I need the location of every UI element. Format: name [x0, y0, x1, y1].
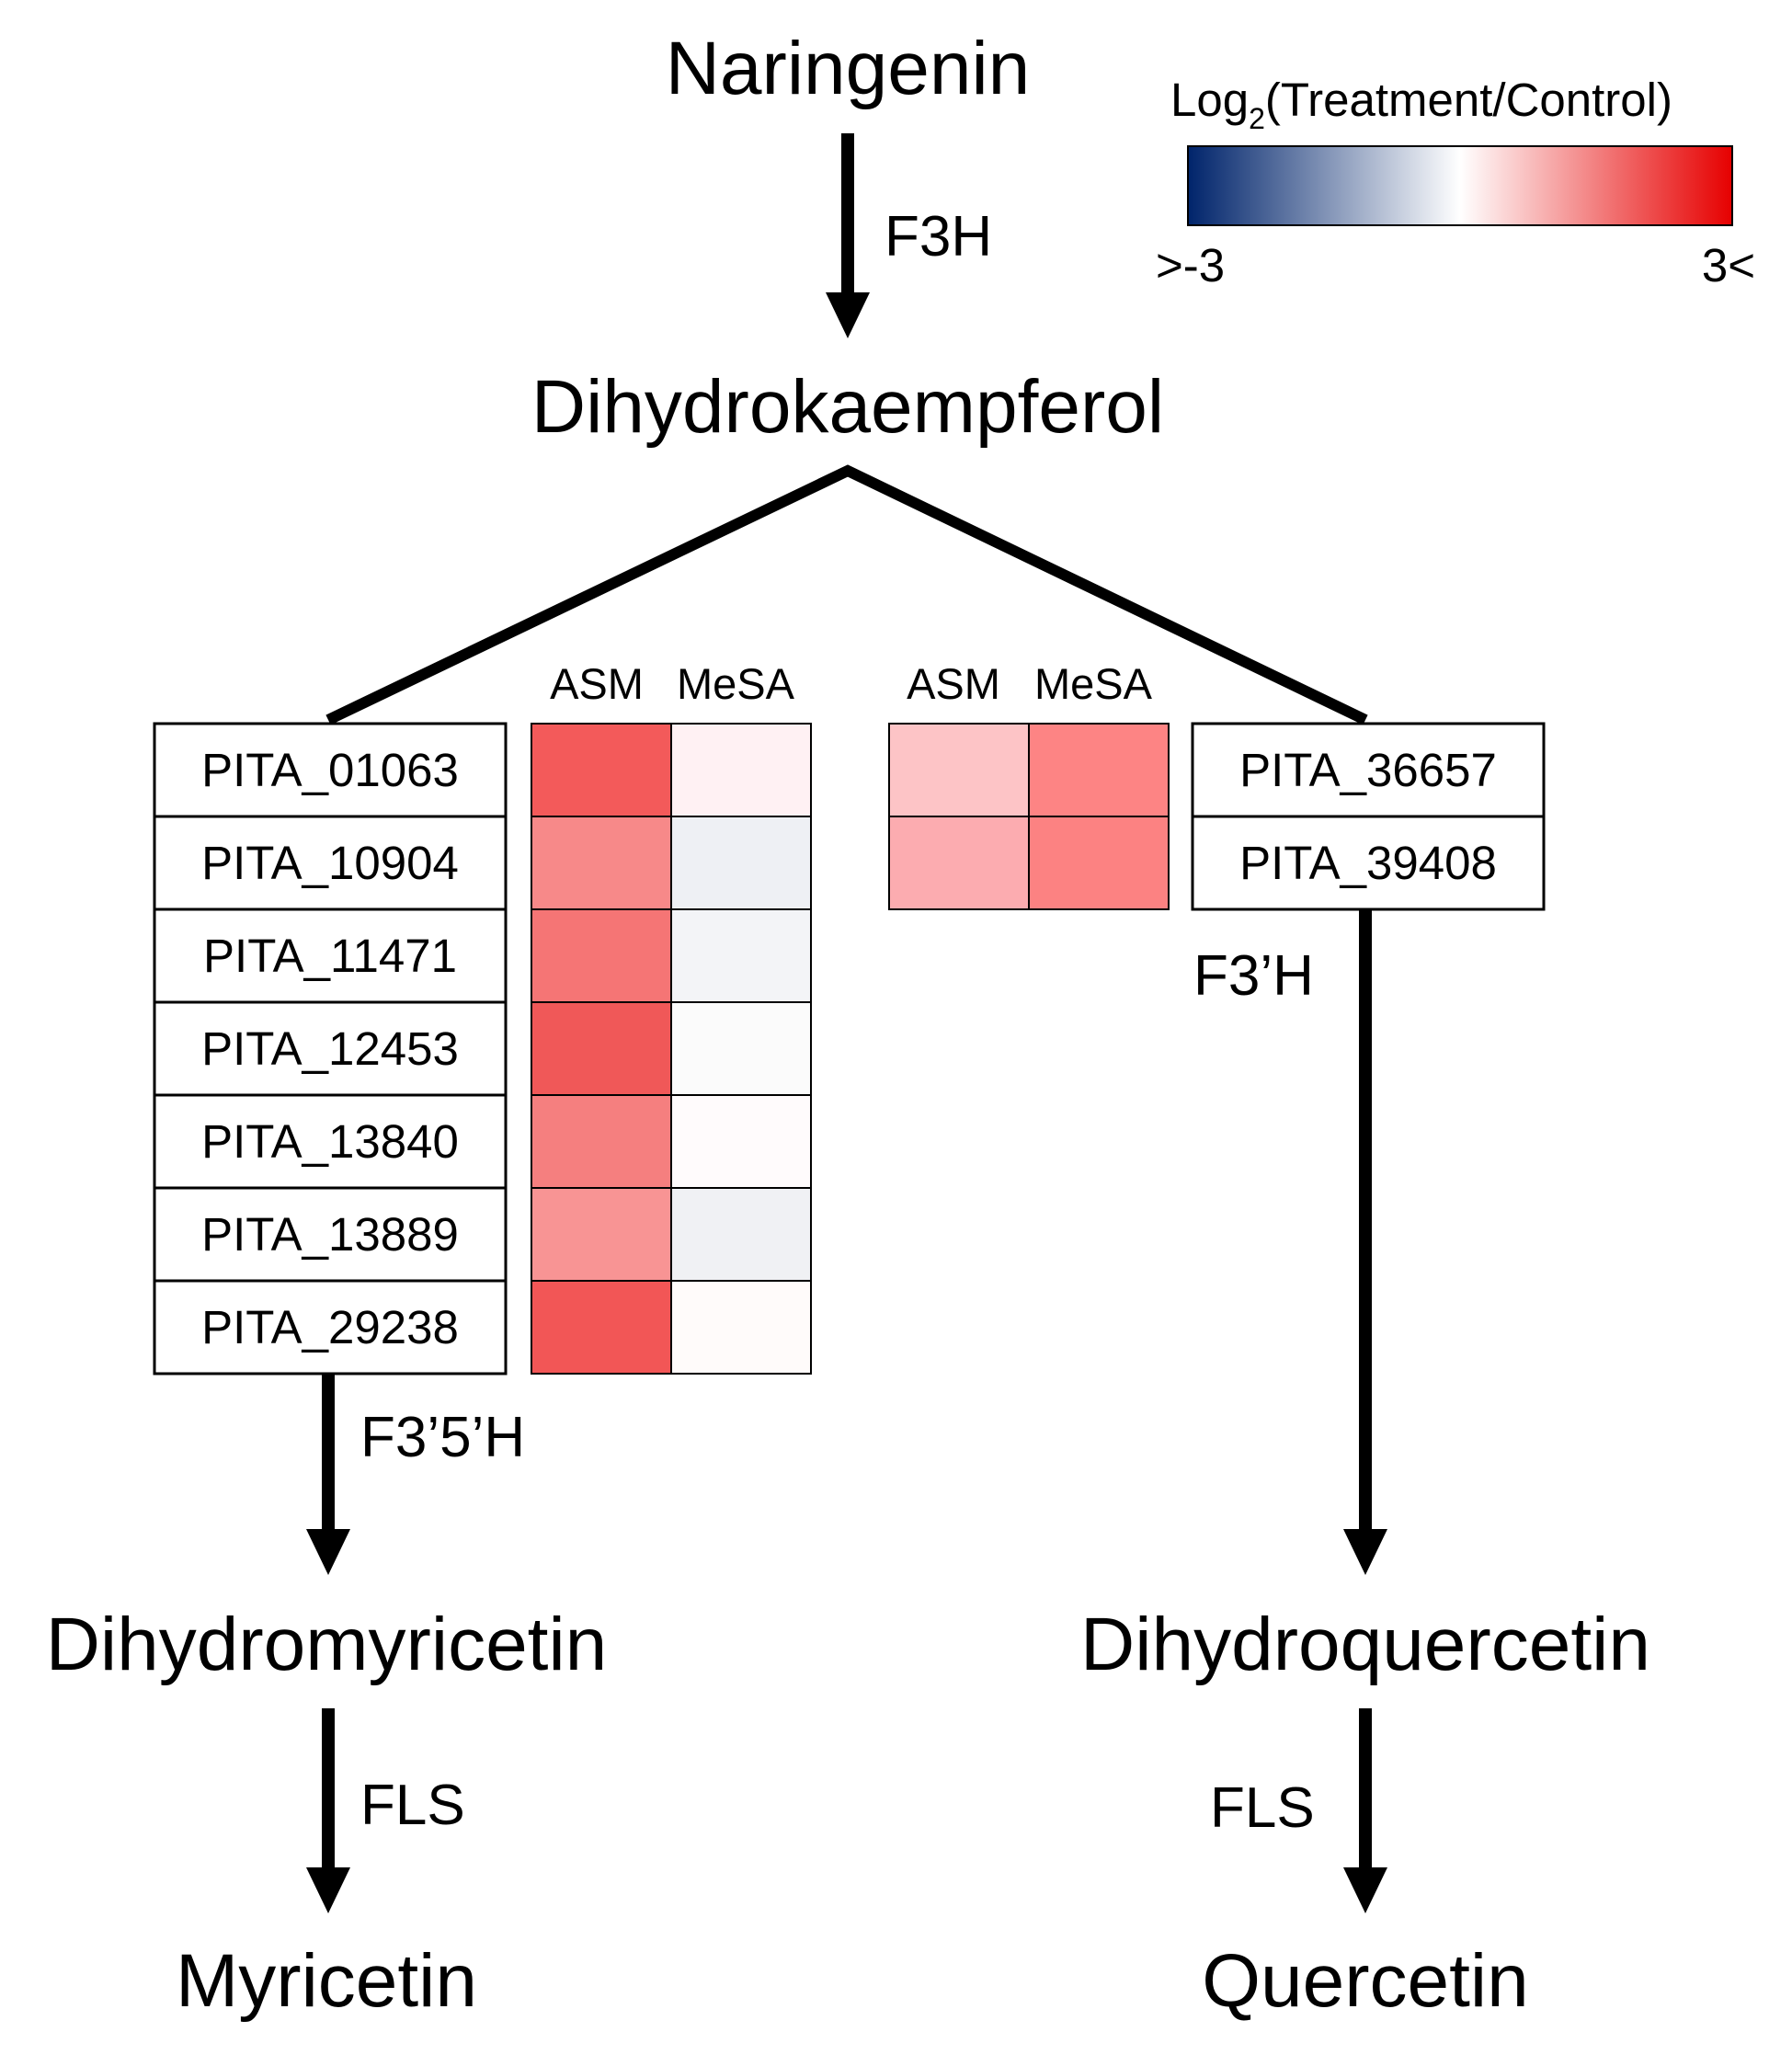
legend-max-label: 3< — [1702, 239, 1755, 291]
gene-box — [153, 1000, 508, 1097]
gene-label: PITA_29238 — [201, 1301, 459, 1353]
heatmap-cell-asm — [531, 1094, 672, 1189]
legend-title-log: Log — [1170, 74, 1249, 126]
legend-title-rest: (Treatment/Control) — [1265, 74, 1672, 126]
heatmap-cell-asm — [531, 1001, 672, 1096]
gene-box — [153, 722, 508, 818]
arrow-f3prime-h — [1343, 907, 1387, 1575]
heatmap-cell-asm — [531, 1280, 672, 1375]
arrow-f35h — [306, 1370, 350, 1575]
gene-label: PITA_01063 — [201, 744, 459, 796]
color-legend: Log2(Treatment/Control) >-3 3< — [1156, 74, 1755, 291]
right-col-header-mesa: MeSA — [1034, 659, 1153, 708]
enzyme-fls-left: FLS — [360, 1774, 465, 1837]
gene-box — [153, 1093, 508, 1190]
right-col-header-asm: ASM — [907, 659, 1000, 708]
metabolite-quercetin: Quercetin — [1202, 1939, 1529, 2023]
enzyme-f3h: F3H — [885, 205, 992, 268]
arrow-fls-left — [306, 1708, 350, 1913]
legend-title-subscript: 2 — [1249, 102, 1265, 135]
heatmap-cell-mesa — [670, 816, 812, 910]
legend-title: Log2(Treatment/Control) — [1170, 74, 1672, 135]
heatmap-cell-mesa — [670, 1001, 812, 1096]
gene-label: PITA_13840 — [201, 1115, 459, 1168]
heatmap-cell-asm — [531, 908, 672, 1003]
heatmap-cell-mesa — [670, 1187, 812, 1282]
gene-label: PITA_13889 — [201, 1208, 459, 1261]
gene-box — [153, 907, 508, 1004]
gene-box — [1191, 722, 1546, 818]
arrow-f3h — [826, 133, 870, 338]
enzyme-f35h: F3’5’H — [360, 1406, 525, 1469]
gene-label: PITA_36657 — [1239, 744, 1497, 796]
metabolite-myricetin: Myricetin — [176, 1939, 477, 2023]
heatmap-cell-asm — [888, 816, 1030, 910]
heatmap-cell-asm — [531, 816, 672, 910]
gene-label: PITA_12453 — [201, 1022, 459, 1075]
legend-min-label: >-3 — [1156, 239, 1225, 291]
heatmap-cell-asm — [888, 723, 1030, 817]
enzyme-f3prime-h: F3’H — [1193, 944, 1314, 1008]
left-col-header-asm: ASM — [550, 659, 644, 708]
enzyme-fls-right: FLS — [1210, 1776, 1315, 1840]
heatmap-cell-asm — [531, 723, 672, 817]
heatmap-cell-mesa — [1028, 723, 1170, 817]
gene-label: PITA_11471 — [203, 930, 457, 982]
branch-lines — [325, 464, 1368, 725]
heatmap-cell-asm — [531, 1187, 672, 1282]
heatmap-cell-mesa — [670, 908, 812, 1003]
heatmap-cell-mesa — [670, 723, 812, 817]
heatmap-cell-mesa — [1028, 816, 1170, 910]
left-heatmap — [531, 723, 812, 1375]
heatmap-cell-mesa — [670, 1094, 812, 1189]
gene-box — [1191, 815, 1546, 911]
arrow-fls-right — [1343, 1708, 1387, 1913]
gene-box — [153, 1186, 508, 1283]
legend-gradient-bar — [1187, 145, 1733, 226]
metabolite-naringenin: Naringenin — [666, 27, 1031, 110]
left-gene-list: PITA_01063PITA_10904PITA_11471PITA_12453… — [153, 722, 508, 1375]
metabolite-dihydroquercetin: Dihydroquercetin — [1080, 1603, 1650, 1686]
gene-label: PITA_39408 — [1239, 837, 1497, 889]
metabolite-dihydromyricetin: Dihydromyricetin — [46, 1603, 608, 1686]
metabolite-dihydrokaempferol: Dihydrokaempferol — [531, 365, 1164, 449]
gene-label: PITA_10904 — [201, 837, 459, 889]
left-col-header-mesa: MeSA — [677, 659, 795, 708]
right-heatmap — [888, 723, 1170, 910]
heatmap-cell-mesa — [670, 1280, 812, 1375]
gene-box — [153, 1279, 508, 1375]
